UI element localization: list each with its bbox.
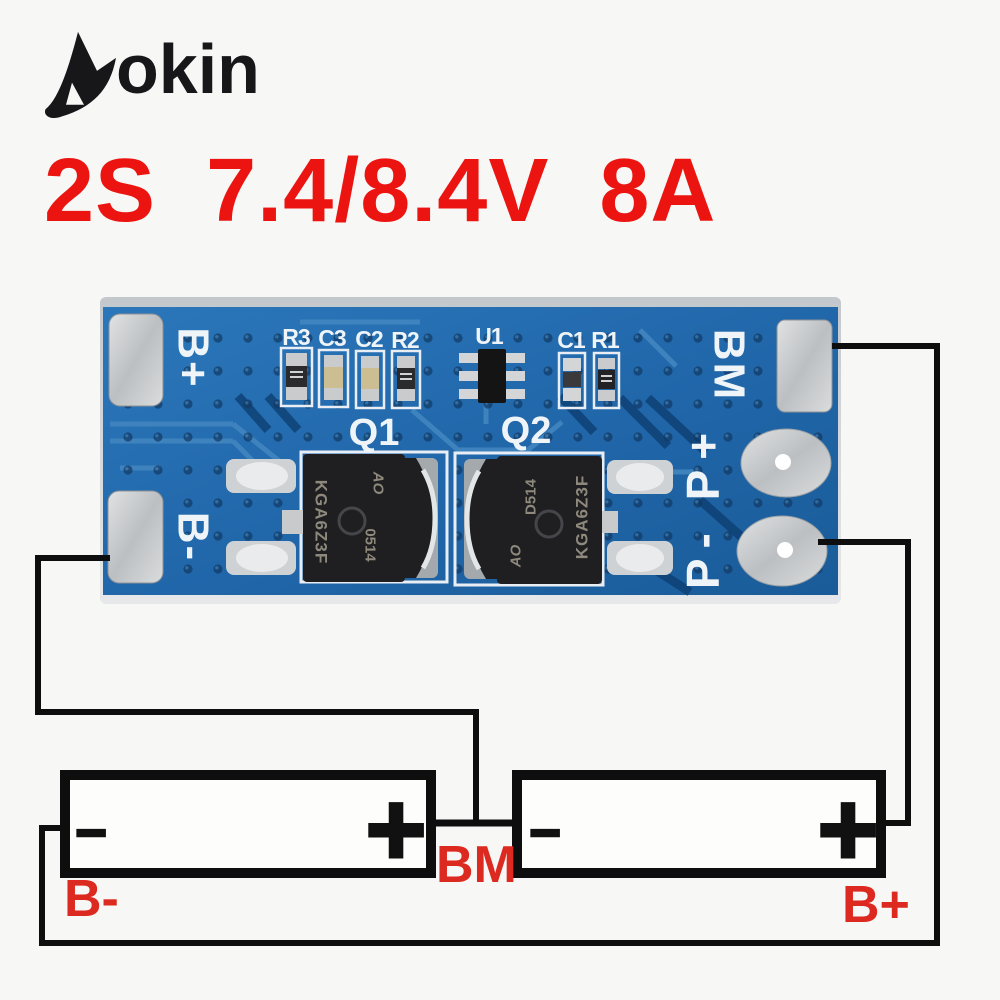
diagram-label-b-minus: B- [64, 870, 119, 928]
q2-date-marking: D514 [523, 478, 540, 515]
capacitor-c1 [557, 351, 587, 410]
product-title: 2S 7.4/8.4V 8A [44, 141, 717, 241]
cell1-positive-symbol: + [365, 772, 426, 889]
ic-u1 [459, 349, 525, 403]
q1-part-marking: KGA6Z3F [312, 480, 331, 564]
battery-cell-2 [512, 770, 886, 878]
cell1-negative-symbol: − [75, 803, 107, 863]
ref-r1: R1 [591, 327, 620, 353]
capacitor-c2 [354, 349, 386, 410]
wiring-diagram: − + − + B- BM B+ [35, 343, 940, 946]
pcb-photo: KGA6Z3F 0514 AO D514 KGA6Z3F AO [100, 297, 841, 604]
battery-cell-1 [60, 770, 436, 878]
cell2-negative-symbol: − [529, 803, 561, 863]
ref-c1: C1 [557, 327, 586, 353]
resistor-r1 [592, 351, 621, 410]
p-minus-p-plus-silk-label: P- P+ [677, 423, 729, 589]
wire-bminus-pad-to-bm-junction [35, 555, 479, 823]
mosfet-q1: KGA6Z3F 0514 AO [226, 450, 449, 584]
q1-date-marking: 0514 [362, 528, 379, 562]
capacitor-c3 [317, 348, 350, 409]
ref-u1: U1 [475, 323, 504, 349]
resistor-r3 [279, 346, 314, 408]
ref-q2: Q2 [501, 410, 552, 452]
b-plus-silk-label: B+ [169, 327, 218, 388]
b-minus-silk-label: B- [169, 512, 218, 562]
wire-bm-pad-to-cell1-negative [39, 343, 940, 946]
mosfet-q2: D514 KGA6Z3F AO [453, 451, 673, 587]
resistor-r2 [390, 349, 422, 410]
bm-pad [776, 319, 833, 413]
b-minus-pad [107, 490, 164, 584]
q1-maker-logo: AO [370, 471, 387, 495]
ref-r3: R3 [282, 324, 310, 350]
cell2-positive-symbol: + [817, 772, 878, 889]
q2-maker-logo: AO [508, 544, 525, 568]
ref-q1: Q1 [349, 412, 400, 454]
ref-c2: C2 [355, 326, 383, 352]
diagram-label-bm: BM [436, 836, 517, 894]
wire-pminus-pad-to-cell2-positive [818, 539, 911, 826]
aokin-logo-mark-icon [44, 31, 116, 119]
pcb-silkscreen-labels: B+ B- BM P- P+ R3 C3 C2 R2 U1 C1 R1 Q1 Q… [169, 323, 754, 589]
p-plus-pad-hole [775, 454, 791, 470]
bm-silk-label: BM [705, 329, 754, 401]
p-minus-pad-hole [777, 542, 793, 558]
brand-wordmark: okin [116, 30, 260, 108]
q2-part-marking: KGA6Z3F [573, 475, 592, 559]
ref-c3: C3 [318, 325, 346, 351]
diagram-label-b-plus: B+ [842, 876, 910, 934]
b-plus-pad [108, 313, 164, 407]
smd-components [279, 346, 621, 410]
ref-r2: R2 [391, 327, 419, 353]
